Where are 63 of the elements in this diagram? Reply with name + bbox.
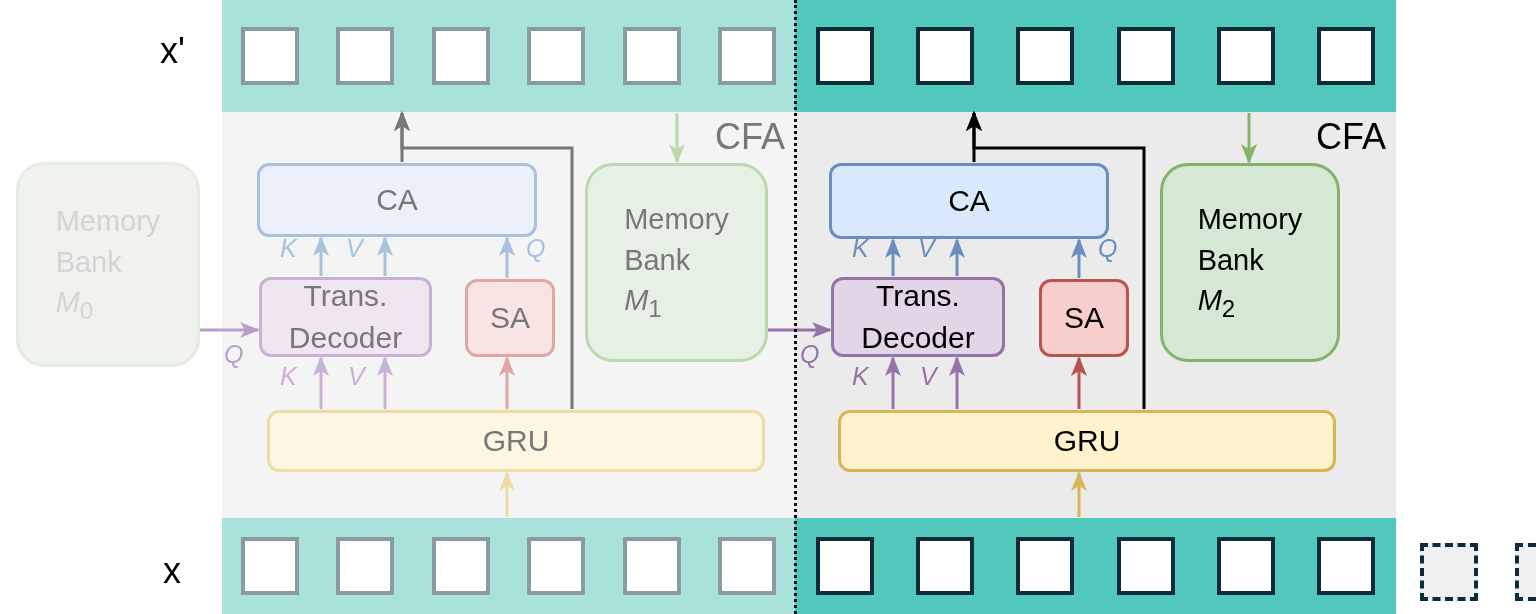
frame-strip <box>222 0 795 112</box>
frame-strip <box>795 518 1396 614</box>
arrow <box>768 322 832 338</box>
axis-label: x' <box>160 30 185 72</box>
module-box <box>838 410 1336 472</box>
frame-strip <box>795 0 1396 112</box>
arrow <box>200 322 260 338</box>
edge-label: Q <box>800 342 820 367</box>
memory-bank-box <box>16 162 200 367</box>
memory-bank-box <box>1160 163 1340 362</box>
arrow <box>949 238 965 276</box>
module-box <box>259 277 432 357</box>
edge-label: K <box>852 236 869 261</box>
memory-bank-box <box>585 163 768 362</box>
module-box <box>465 279 555 357</box>
arrow <box>1071 471 1087 517</box>
module-label: CA <box>376 182 418 218</box>
memory-bank-label: Memory Bank M$_{1}$ <box>624 202 729 325</box>
axis-label: x <box>163 550 181 592</box>
arrow <box>499 236 515 278</box>
arrow <box>885 238 901 276</box>
arrow <box>377 356 393 409</box>
module-label: SA <box>490 300 530 336</box>
edge-label: V <box>346 236 363 261</box>
module-panel <box>222 112 795 518</box>
edge-label: V <box>918 236 935 261</box>
arrow <box>1071 238 1087 278</box>
module-label: SA <box>1064 300 1104 336</box>
arrow <box>313 356 329 409</box>
edge-label: Q <box>224 342 244 367</box>
edge-label: K <box>280 236 297 261</box>
arrow <box>394 111 574 409</box>
arrow <box>313 236 329 276</box>
arrow <box>966 111 1146 409</box>
arrow <box>1071 356 1087 409</box>
arrow <box>885 356 901 409</box>
module-label: CA <box>948 183 990 219</box>
arrow <box>949 356 965 409</box>
edge-label: K <box>280 364 297 389</box>
module-label: Trans. Decoder <box>860 278 976 356</box>
arrow <box>1241 113 1257 164</box>
frame-strip <box>222 518 795 614</box>
module-box <box>257 163 537 237</box>
module-label: GRU <box>482 423 550 459</box>
edge-label: Q <box>1098 236 1118 261</box>
module-panel <box>795 112 1396 518</box>
module-label: GRU <box>1053 423 1121 459</box>
module-box <box>267 410 765 472</box>
edge-label: Q <box>526 236 546 261</box>
module-box <box>829 163 1109 239</box>
panel-heading: CFA <box>1316 116 1386 158</box>
arrow <box>377 236 393 276</box>
memory-bank-label: Memory Bank M$_{2}$ <box>1197 202 1303 325</box>
arrow <box>499 356 515 409</box>
arrow <box>669 113 685 164</box>
module-box <box>831 277 1005 357</box>
module-box <box>1039 279 1129 357</box>
edge-label: V <box>348 364 365 389</box>
module-label: Trans. Decoder <box>287 278 404 356</box>
arrow <box>499 471 515 517</box>
edge-label: V <box>920 364 937 389</box>
panel-heading: CFA <box>715 116 785 158</box>
edge-label: K <box>852 364 869 389</box>
